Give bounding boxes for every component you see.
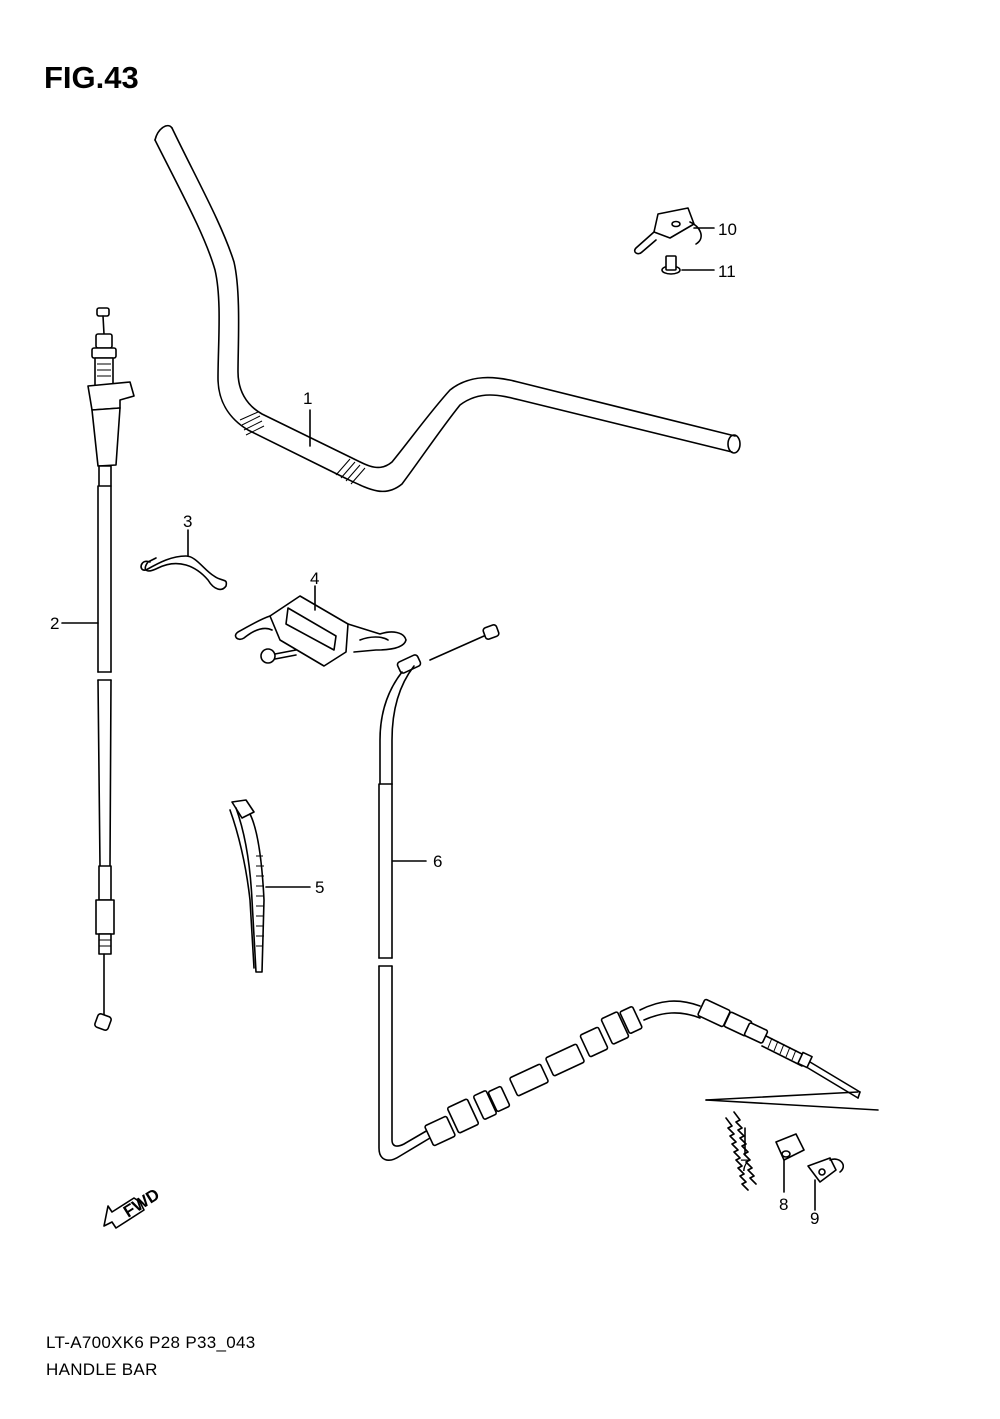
bracket-part [234, 585, 407, 667]
clamp-bracket-part [633, 207, 715, 255]
spring-clip-part [140, 529, 228, 591]
throttle-cable-part [61, 307, 135, 1031]
joint-part [807, 1157, 845, 1211]
callout-3: 3 [183, 512, 192, 531]
callout-9: 9 [810, 1209, 819, 1228]
callout-6: 6 [433, 852, 442, 871]
fwd-label: FWD [120, 1185, 163, 1222]
screw-part [661, 255, 715, 275]
callout-10: 10 [718, 220, 737, 239]
callout-11: 11 [718, 262, 736, 281]
spring-part [725, 1111, 757, 1191]
cable-tie-part [229, 799, 311, 973]
fwd-arrow-icon: FWD [103, 1185, 163, 1229]
handle-bar-part [154, 124, 741, 493]
brake-cable-part [378, 624, 861, 1161]
nut-part [775, 1133, 805, 1193]
callout-1: 1 [303, 389, 312, 408]
sub-assembly-leader [705, 1091, 879, 1111]
callout-8: 8 [779, 1195, 788, 1214]
callout-2: 2 [50, 614, 59, 633]
callout-labels: 1 2 3 4 5 6 7 8 9 10 11 [50, 220, 819, 1228]
callout-5: 5 [315, 878, 324, 897]
figure-title: FIG.43 [44, 60, 139, 95]
figure-code: LT-A700XK6 P28 P33_043 [46, 1333, 256, 1352]
figure-name: HANDLE BAR [46, 1360, 158, 1379]
callout-7: 7 [740, 1156, 749, 1175]
callout-4: 4 [310, 569, 319, 588]
